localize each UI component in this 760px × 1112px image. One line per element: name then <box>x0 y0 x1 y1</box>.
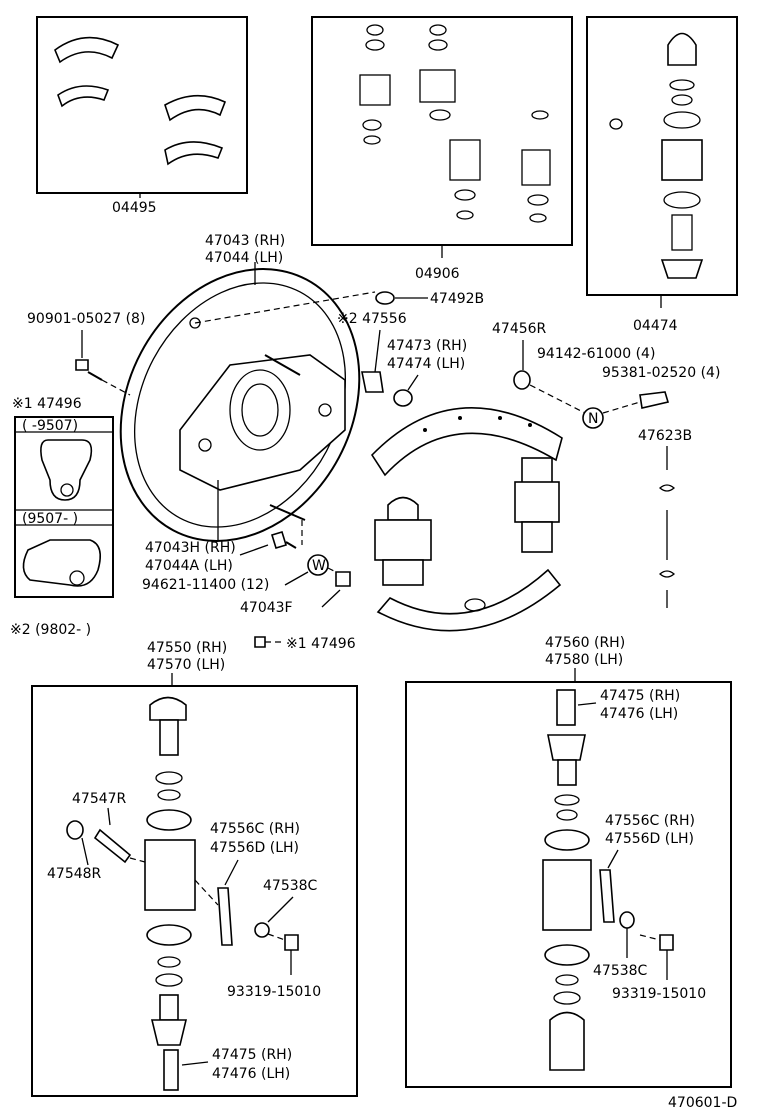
brake-shoe-lower[interactable] <box>376 568 562 632</box>
lever-left-lh-label: 47556D (LH) <box>210 840 299 856</box>
wheel-cylinder-assembled-left[interactable] <box>374 496 432 586</box>
clip-47556[interactable] <box>361 329 384 393</box>
screw-right-rh-label: 47475 (RH) <box>600 688 680 704</box>
adj-47473-label: 47473 (RH) <box>387 338 467 354</box>
bolt-right-93319-label: 93319-15010 <box>612 986 706 1002</box>
lever-right-lh-label: 47556D (LH) <box>605 831 694 847</box>
period-a-label: ( -9507) <box>22 418 78 434</box>
adjuster-47473[interactable] <box>393 374 419 407</box>
piece-47547r-label: 47547R <box>72 791 127 807</box>
wheel-cylinder-assembled-right[interactable] <box>514 457 560 553</box>
cylinder-left-box[interactable] <box>31 685 358 1097</box>
spring-47623b-label: 47623B <box>638 428 692 444</box>
bolt-left-93319-label: 93319-15010 <box>227 984 321 1000</box>
cyl-left-lh-label: 47570 (LH) <box>147 657 225 673</box>
bleeder-47496-label: ※1 47496 <box>286 636 356 652</box>
pin-47456r[interactable] <box>513 340 586 414</box>
lever-47556c-right[interactable] <box>599 849 619 923</box>
note2-period-label: ※2 (9802- ) <box>10 622 91 638</box>
nut-94621-label: 94621-11400 (12) <box>142 577 269 593</box>
pin-94142-label: 94142-61000 (4) <box>537 346 655 362</box>
stud-rh-label: 47043H (RH) <box>145 540 236 556</box>
lever-47556c-left[interactable] <box>194 859 239 946</box>
figure-id: 470601-D <box>668 1095 737 1111</box>
plug-47492b-label: 47492B <box>430 291 484 307</box>
plate-lh-label: 47044 (LH) <box>205 250 283 266</box>
spring-47623b[interactable] <box>659 446 675 608</box>
kit-box-04495[interactable] <box>36 16 248 198</box>
cyl-right-rh-label: 47560 (RH) <box>545 635 625 651</box>
kit-box-04906[interactable] <box>311 16 573 258</box>
spring-left-47538c-label: 47538C <box>263 878 318 894</box>
piece-47547r[interactable] <box>93 807 146 864</box>
inset-47496[interactable] <box>14 416 114 598</box>
screw-left-rh-label: 47475 (RH) <box>212 1047 292 1063</box>
stud-47043h[interactable] <box>239 531 297 556</box>
mark-n-text: N <box>588 411 598 427</box>
spring-47538c-left[interactable] <box>254 896 299 975</box>
piece-47548r-label: 47548R <box>47 866 102 882</box>
plug-47492b[interactable] <box>375 291 428 305</box>
spring-right-47538c-label: 47538C <box>593 963 648 979</box>
kit-04495-label: 04495 <box>112 200 157 216</box>
note1-47496-label: ※1 47496 <box>12 396 82 412</box>
kit-04906-label: 04906 <box>415 266 460 282</box>
nut-47043f-label: 47043F <box>240 600 293 616</box>
plate-rh-label: 47043 (RH) <box>205 233 285 249</box>
cyl-left-rh-label: 47550 (RH) <box>147 640 227 656</box>
backing-plate[interactable] <box>74 227 405 583</box>
bolt-90901-label: 90901-05027 (8) <box>27 311 145 327</box>
brake-shoe-upper[interactable] <box>370 406 563 477</box>
note2-47556-label: ※2 47556 <box>337 311 407 327</box>
spring-47538c-right[interactable] <box>619 911 674 980</box>
cylinder-right-box[interactable] <box>405 681 732 1088</box>
mark-n: N <box>582 391 670 429</box>
bolt-90901[interactable] <box>75 330 131 396</box>
lever-right-rh-label: 47556C (RH) <box>605 813 695 829</box>
adj-47474-label: 47474 (LH) <box>387 356 465 372</box>
piece-47548r[interactable] <box>66 820 89 866</box>
screw-left-lh-label: 47476 (LH) <box>212 1066 290 1082</box>
mark-w-text: W <box>312 558 326 574</box>
screw-right-lh-label: 47476 (LH) <box>600 706 678 722</box>
kit-04474-label: 04474 <box>633 318 678 334</box>
pin-95381-label: 95381-02520 (4) <box>602 365 720 381</box>
bleeder-47496[interactable] <box>254 636 283 648</box>
pin-47456r-label: 47456R <box>492 321 547 337</box>
mark-w: W <box>284 554 351 587</box>
lever-left-rh-label: 47556C (RH) <box>210 821 300 837</box>
kit-box-04474[interactable] <box>586 16 738 308</box>
stud-lh-label: 47044A (LH) <box>145 558 233 574</box>
cyl-right-lh-label: 47580 (LH) <box>545 652 623 668</box>
period-b-label: (9507- ) <box>22 511 78 527</box>
